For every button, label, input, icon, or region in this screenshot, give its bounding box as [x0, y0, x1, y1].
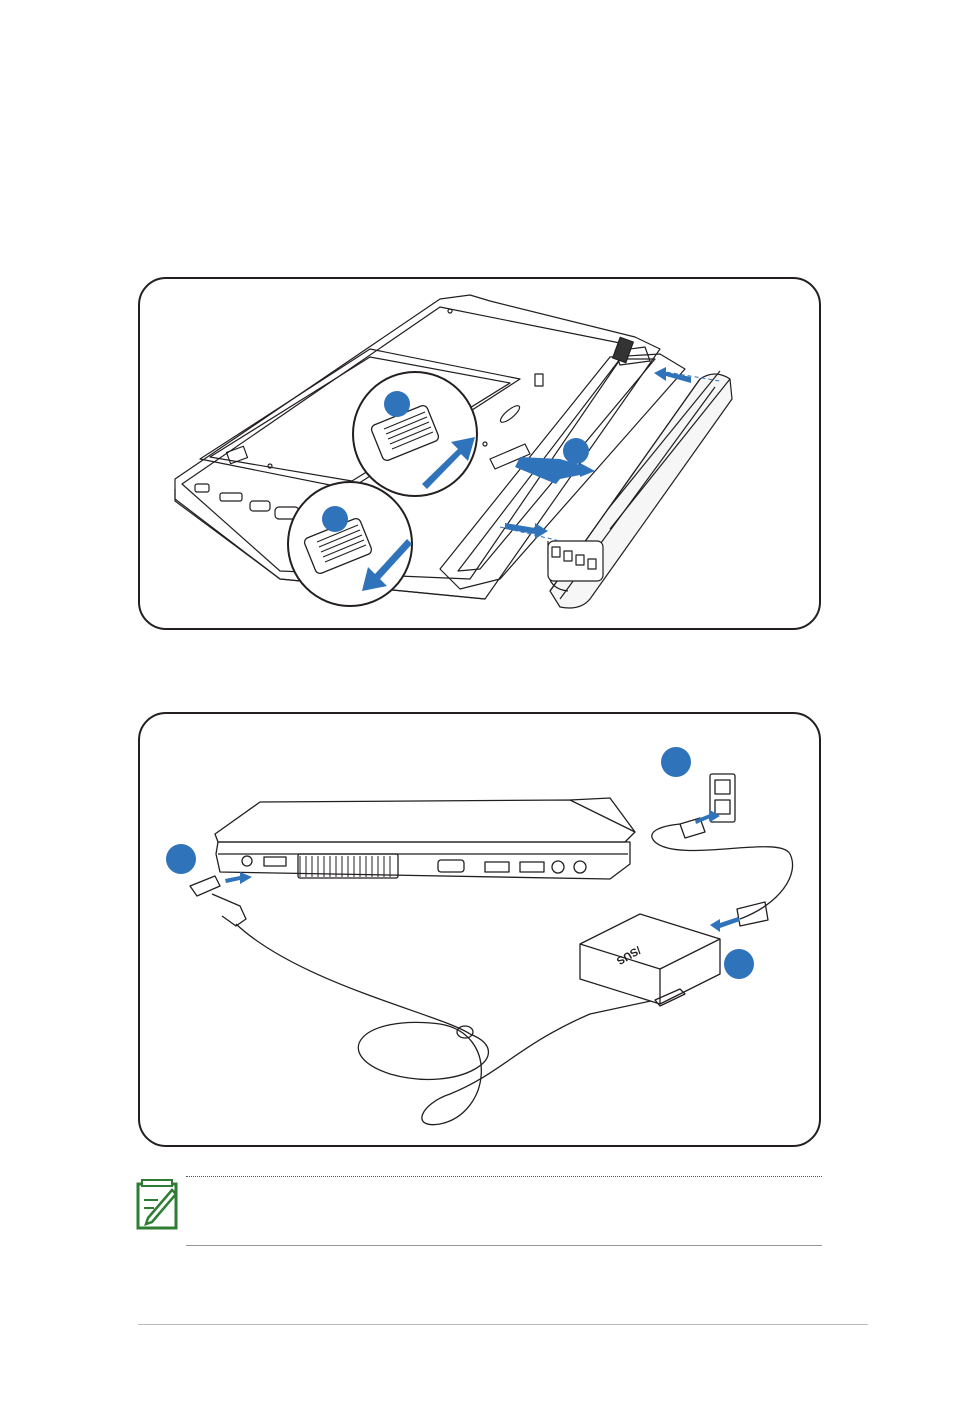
- connect-arrow-icon: [225, 810, 740, 932]
- battery-install-figure: [138, 277, 821, 630]
- power-connection-illustration: /SUS: [140, 714, 821, 1147]
- note-top-rule: [186, 1176, 822, 1177]
- note-pencil-icon: [136, 1178, 180, 1230]
- battery-install-illustration: [140, 279, 821, 630]
- footer-rule: [138, 1324, 868, 1325]
- note-bottom-rule: [186, 1245, 822, 1246]
- power-connection-figure: /SUS: [138, 712, 821, 1147]
